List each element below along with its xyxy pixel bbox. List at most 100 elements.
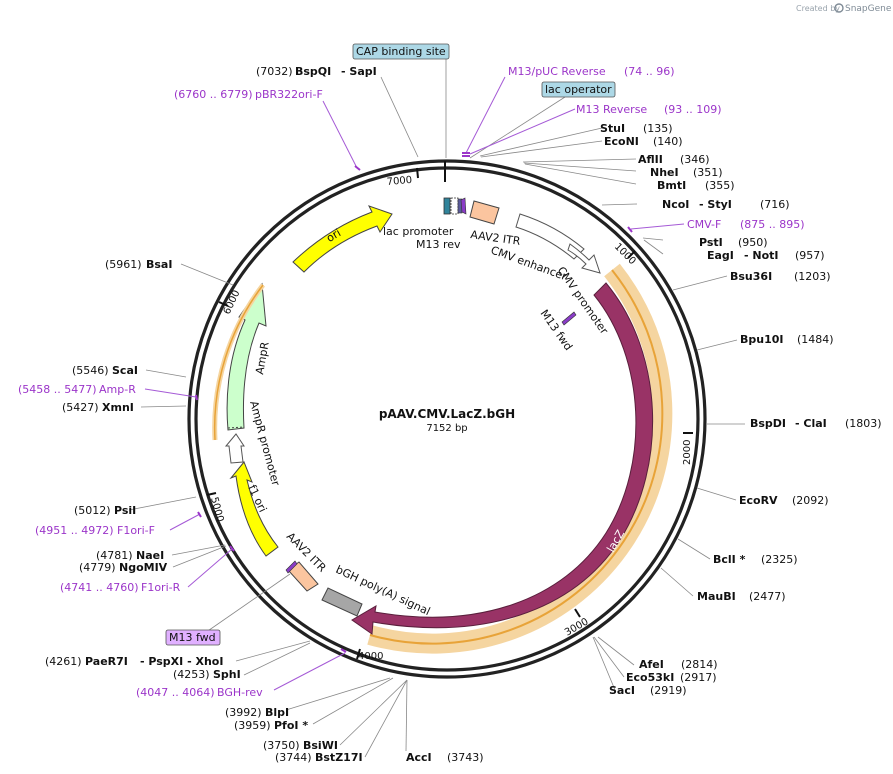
site-psii[interactable]: (5012) PsiI (74, 504, 136, 517)
site-bgh-rev[interactable]: (4047 .. 4064) BGH-rev (136, 686, 263, 699)
site-bsiwi[interactable]: (3750) BsiWI (263, 739, 338, 752)
svg-text:PsiI: PsiI (114, 504, 136, 517)
svg-text:NcoI: NcoI (662, 198, 689, 211)
m13-fwd-box[interactable]: M13 fwd (165, 629, 221, 646)
site-nhei[interactable]: NheI (351) (650, 166, 723, 179)
svg-text:AccI: AccI (406, 751, 432, 764)
site-eagi-noti[interactable]: EagI - NotI (957) (707, 249, 825, 262)
svg-text:CAP binding site: CAP binding site (356, 45, 446, 58)
svg-text:(7032): (7032) (256, 65, 293, 78)
site-saci[interactable]: SacI (2919) (609, 684, 687, 697)
site-aflii[interactable]: AflII (346) (638, 153, 710, 166)
svg-text:ScaI: ScaI (112, 364, 138, 377)
site-afei[interactable]: AfeI (2814) (639, 658, 718, 671)
svg-text:(5546): (5546) (72, 364, 109, 377)
site-stui[interactable]: StuI (135) (600, 122, 673, 135)
site-eco53ki[interactable]: Eco53kI (2917) (626, 671, 717, 684)
m13-fwd-inner-feature[interactable] (561, 311, 577, 326)
svg-text:(74 .. 96): (74 .. 96) (624, 65, 675, 78)
svg-text:- NotI: - NotI (744, 249, 779, 262)
site-econi[interactable]: EcoNI (140) (604, 135, 683, 148)
site-sphi[interactable]: (4253) SphI (173, 668, 241, 681)
svg-text:(93 .. 109): (93 .. 109) (664, 103, 722, 116)
site-cmv-f[interactable]: CMV-F (875 .. 895) (687, 218, 805, 231)
site-m13-puc-reverse[interactable]: M13/pUC Reverse (74 .. 96) (508, 65, 675, 78)
tick-mark-5000 (206, 492, 217, 496)
svg-text:(355): (355) (705, 179, 735, 192)
ampr-promoter-feature[interactable] (224, 433, 245, 464)
site-acci[interactable]: AccI (3743) (406, 751, 484, 764)
site-scai[interactable]: (5546) ScaI (72, 364, 138, 377)
site-ncoi-styi[interactable]: NcoI - StyI (716) (662, 198, 790, 211)
tick-mark-6000 (218, 301, 229, 307)
site-amp-r[interactable]: (5458 .. 5477) Amp-R (18, 383, 136, 396)
svg-text:SacI: SacI (609, 684, 635, 697)
ampr-dash (227, 426, 245, 429)
svg-text:(1484): (1484) (797, 333, 834, 346)
site-maubi[interactable]: MauBI (2477) (697, 590, 786, 603)
site-xmni[interactable]: (5427) XmnI (62, 401, 134, 414)
f1-ori-feature[interactable] (229, 461, 279, 557)
site-m13-reverse[interactable]: M13 Reverse (93 .. 109) (576, 103, 722, 116)
site-naei[interactable]: (4781) NaeI (96, 549, 164, 562)
site-bmti[interactable]: BmtI (355) (657, 179, 735, 192)
svg-text:SphI: SphI (213, 668, 241, 681)
svg-text:EcoRV: EcoRV (739, 494, 778, 507)
svg-text:- PspXI - XhoI: - PspXI - XhoI (140, 655, 223, 668)
svg-text:(346): (346) (680, 153, 710, 166)
svg-text:(5012): (5012) (74, 504, 111, 517)
site-paer7i-pspxi-xhoi[interactable]: (4261) PaeR7I - PspXI - XhoI (45, 655, 223, 668)
svg-text:NgoMIV: NgoMIV (119, 561, 168, 574)
svg-text:M13 fwd: M13 fwd (169, 631, 216, 644)
site-bcli[interactable]: BclI * (2325) (713, 553, 798, 566)
svg-text:(716): (716) (760, 198, 790, 211)
site-f1ori-f[interactable]: (4951 .. 4972) F1ori-F (35, 524, 155, 537)
site-ecorv[interactable]: EcoRV (2092) (739, 494, 829, 507)
site-f1ori-r[interactable]: (4741 .. 4760) F1ori-R (60, 581, 181, 594)
m13-fwd-outer-mark (285, 560, 298, 574)
svg-text:(4781): (4781) (96, 549, 133, 562)
site-blpi[interactable]: (3992) BlpI (225, 706, 289, 719)
svg-text:StuI: StuI (600, 122, 625, 135)
svg-text:MauBI: MauBI (697, 590, 736, 603)
svg-text:(2814): (2814) (681, 658, 718, 671)
ori-feature[interactable] (292, 205, 393, 273)
m13-rev-feature[interactable] (460, 197, 467, 215)
site-bstz17i[interactable]: (3744) BstZ17I (275, 751, 363, 764)
site-pfoi[interactable]: (3959) PfoI * (234, 719, 308, 732)
bgh-polya-feature[interactable] (321, 587, 363, 617)
site-bspdi-clai[interactable]: BspDI - ClaI (1803) (750, 417, 882, 430)
svg-text:Amp-R: Amp-R (99, 383, 136, 396)
site-pbr322ori-f[interactable]: (6760 .. 6779) pBR322ori-F (174, 88, 323, 101)
leader-lines (128, 58, 745, 758)
lac-promoter-label: lac promoter (383, 225, 454, 238)
lac-operator-box[interactable]: lac operator (541, 81, 616, 98)
svg-text:(351): (351) (693, 166, 723, 179)
svg-text:lac operator: lac operator (545, 83, 612, 96)
tick-mark-1000 (627, 250, 636, 259)
site-ngomiv[interactable]: (4779) NgoMIV (79, 561, 168, 574)
svg-text:XmnI: XmnI (102, 401, 134, 414)
aav2-itr-top-feature[interactable] (469, 200, 500, 225)
svg-text:(3744): (3744) (275, 751, 312, 764)
site-bsu36i[interactable]: Bsu36I (1203) (730, 270, 831, 283)
lacz-feature[interactable] (351, 282, 654, 635)
site-bsai[interactable]: (5961) BsaI (105, 258, 172, 271)
cmv-promoter-feature[interactable] (567, 243, 601, 274)
cmv-enhancer-feature[interactable] (515, 213, 585, 260)
cap-binding-site-box[interactable]: CAP binding site (352, 43, 450, 60)
svg-text:F1ori-F: F1ori-F (117, 524, 155, 537)
ampr-label: AmpR (253, 341, 272, 376)
site-bspqi-sapi[interactable]: (7032) BspQI - SapI (256, 65, 377, 78)
ampr-feature[interactable] (226, 282, 267, 431)
svg-text:(4253): (4253) (173, 668, 210, 681)
lac-promoter-feature[interactable] (450, 197, 459, 215)
tick-label-4000: 4000 (358, 651, 383, 662)
svg-text:EcoNI: EcoNI (604, 135, 639, 148)
cap-binding-site-feature[interactable] (443, 197, 451, 215)
site-psti[interactable]: PstI (950) (699, 236, 768, 249)
svg-text:BsaI: BsaI (146, 258, 172, 271)
svg-text:(4779): (4779) (79, 561, 116, 574)
site-bpu10i[interactable]: Bpu10I (1484) (740, 333, 834, 346)
